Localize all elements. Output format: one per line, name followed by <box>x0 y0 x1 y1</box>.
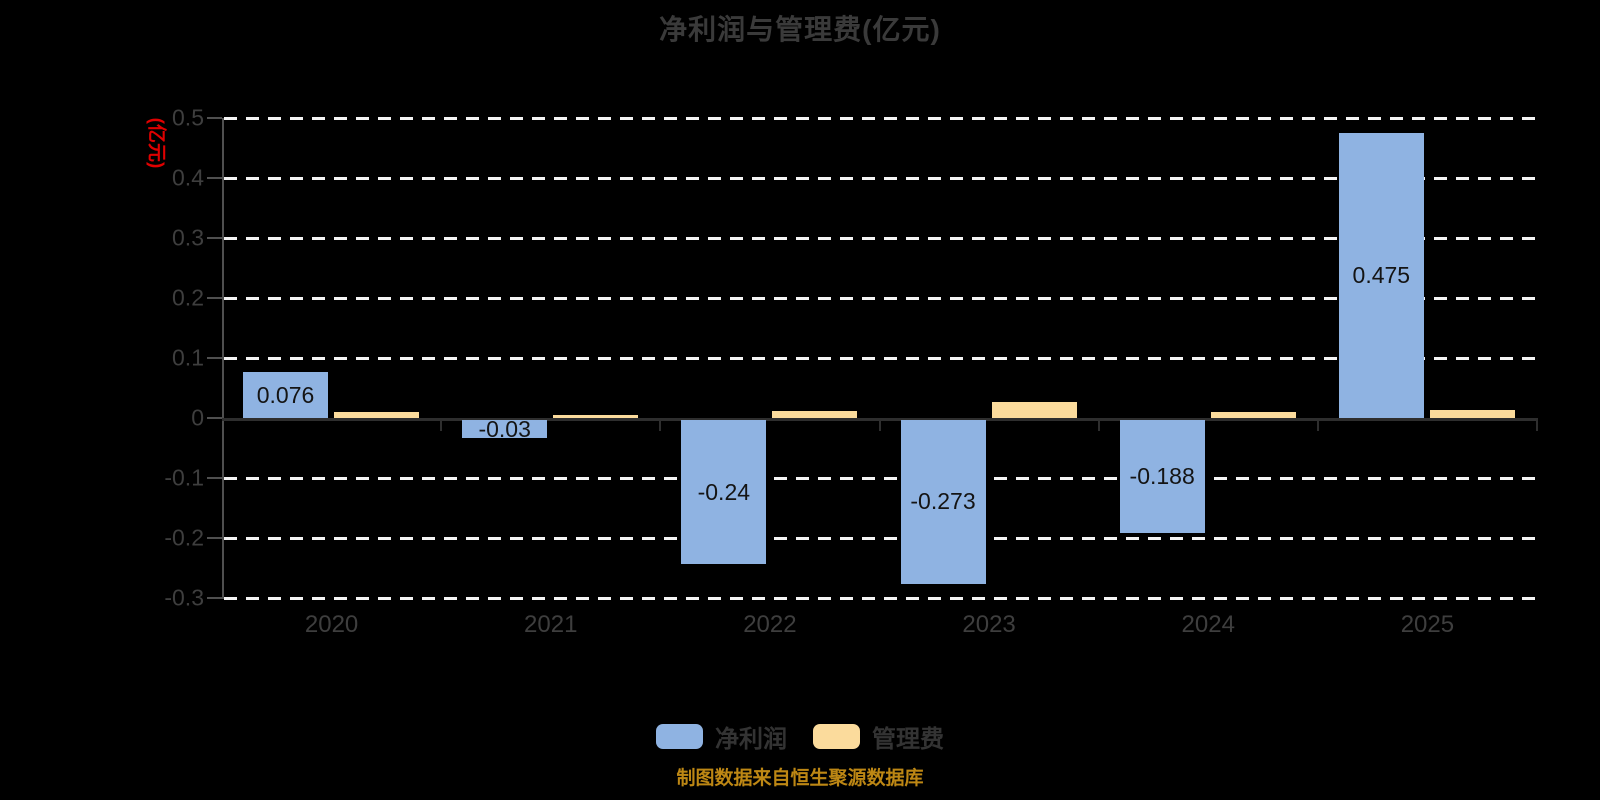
y-axis-tick <box>207 357 222 359</box>
data-source-note: 制图数据来自恒生聚源数据库 <box>676 768 924 789</box>
bar-mgmt-fee-2022 <box>772 410 858 418</box>
bar-value-label: -0.188 <box>1129 462 1195 489</box>
x-axis-category-label: 2020 <box>304 611 359 638</box>
x-axis-category-label: 2021 <box>524 611 578 638</box>
y-axis-tick-label: 0.4 <box>172 164 204 191</box>
bar-value-label: -0.24 <box>697 478 751 505</box>
y-axis-tick-label: -0.2 <box>164 524 204 551</box>
x-axis-tick <box>659 418 662 431</box>
y-axis-tick <box>207 417 222 419</box>
bar-mgmt-fee-2021 <box>553 415 639 418</box>
y-axis-tick-label: 0.1 <box>172 344 204 371</box>
bar-net-profit-2023: -0.273 <box>900 420 986 584</box>
y-axis-tick <box>207 297 222 299</box>
bar-value-label: 0.076 <box>256 381 315 408</box>
bar-net-profit-2021: -0.03 <box>462 415 548 442</box>
y-axis-tick <box>207 177 222 179</box>
y-axis-tick <box>207 597 222 599</box>
bar-net-profit-2025: 0.475 <box>1338 133 1424 418</box>
y-axis-tick <box>207 237 222 239</box>
legend-item-mgmt-fee[interactable]: 管理费 <box>813 719 944 754</box>
x-axis-category-label: 2023 <box>962 611 1016 638</box>
gridline-0.2 <box>224 297 1537 300</box>
gridline--0.3 <box>224 597 1537 600</box>
gridline-0.3 <box>224 237 1537 240</box>
bar-value-label: 0.475 <box>1352 262 1411 288</box>
bar-net-profit-2020: 0.076 <box>243 372 328 418</box>
x-axis-category-label: 2024 <box>1181 611 1235 638</box>
y-axis-line <box>222 118 224 599</box>
gridline-0.5 <box>224 117 1537 120</box>
gridline--0.2 <box>224 537 1537 540</box>
y-axis-tick-label: 0.2 <box>172 284 204 311</box>
x-axis-tick <box>1536 418 1538 431</box>
y-axis-tick <box>207 477 222 479</box>
y-axis-tick <box>207 537 222 539</box>
chart-title: 净利润与管理费(亿元) <box>659 14 941 45</box>
x-axis-tick <box>1316 418 1319 431</box>
x-axis-category-label: 2022 <box>743 611 797 638</box>
x-axis-tick <box>440 418 443 431</box>
y-axis-tick-label: 0 <box>191 404 204 431</box>
x-axis-tick <box>1097 418 1100 431</box>
y-axis-tick <box>207 117 222 119</box>
legend: 净利润 管理费 <box>0 719 1600 754</box>
bar-mgmt-fee-2023 <box>991 402 1077 418</box>
gridline-0.1 <box>224 357 1537 360</box>
bar-mgmt-fee-2020 <box>334 412 419 418</box>
net-profit-swatch-icon <box>656 724 703 749</box>
y-axis-tick-label: 0.3 <box>172 224 204 251</box>
bar-value-label: -0.273 <box>910 488 976 515</box>
x-axis-category-label: 2025 <box>1400 611 1455 638</box>
y-axis-tick-label: -0.3 <box>164 584 204 611</box>
mgmt-fee-swatch-icon <box>813 724 860 749</box>
legend-item-net-profit[interactable]: 净利润 <box>656 719 787 754</box>
y-axis-tick-label: -0.1 <box>164 464 204 491</box>
gridline--0.1 <box>224 477 1537 480</box>
bar-value-label: -0.03 <box>478 415 531 442</box>
legend-label-mgmt-fee: 管理费 <box>872 726 944 753</box>
bar-net-profit-2024: -0.188 <box>1119 420 1205 533</box>
bar-mgmt-fee-2025 <box>1429 409 1515 418</box>
bar-mgmt-fee-2024 <box>1210 412 1296 418</box>
bar-net-profit-2022: -0.24 <box>681 420 767 564</box>
x-axis-tick <box>878 418 881 431</box>
y-axis-tick-label: 0.5 <box>172 104 204 131</box>
gridline-0.4 <box>224 177 1537 180</box>
legend-label-net-profit: 净利润 <box>715 726 787 753</box>
